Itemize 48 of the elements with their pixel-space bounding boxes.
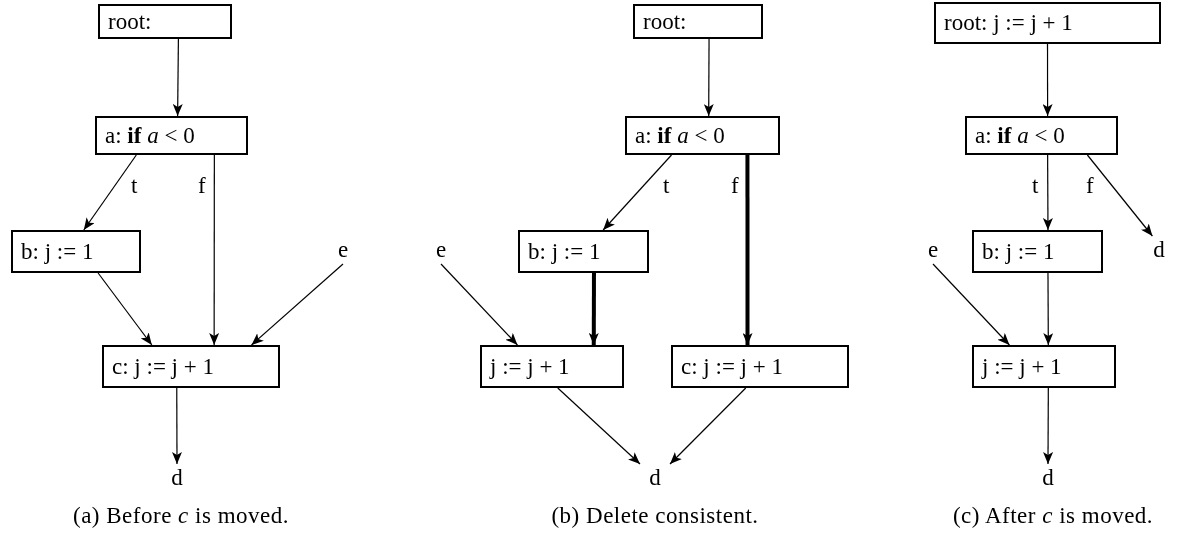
node-label: e [922, 236, 944, 264]
arrow [669, 387, 747, 465]
arrow [1043, 272, 1054, 346]
process-box: b: j := 1 [11, 230, 141, 273]
process-box: root: j := j + 1 [934, 2, 1161, 44]
edge-label: f [731, 174, 739, 197]
edge-label: t [663, 174, 670, 197]
process-box: c: j := j + 1 [102, 345, 280, 388]
edge-label: t [131, 174, 138, 197]
arrow [932, 263, 1011, 346]
node-label: d [1037, 464, 1059, 492]
arrow [1086, 154, 1153, 237]
arrow [742, 155, 753, 345]
node-label: d [640, 464, 670, 492]
process-box: b: j := 1 [972, 230, 1103, 273]
arrow [97, 272, 153, 346]
arrow [440, 263, 519, 346]
arrow [209, 154, 220, 346]
node-label: d [1148, 236, 1170, 264]
arrow [171, 387, 182, 465]
arrow [557, 387, 641, 465]
node-label: e [332, 236, 354, 264]
process-box: b: j := 1 [518, 230, 649, 273]
process-box: root: [98, 4, 232, 39]
arrow [602, 154, 673, 231]
node-label: e [430, 236, 452, 264]
process-box: a: if a < 0 [95, 116, 248, 155]
subfigure-caption: (b) Delete consistent. [551, 503, 759, 529]
process-box: a: if a < 0 [965, 116, 1118, 155]
arrow [172, 38, 183, 117]
arrow [83, 154, 137, 231]
arrow [250, 263, 344, 346]
process-box: j := j + 1 [972, 345, 1116, 388]
edge-label: f [1086, 174, 1094, 197]
process-box: root: [633, 4, 763, 39]
arrow [1042, 43, 1053, 117]
arrow [588, 273, 599, 345]
node-label: d [166, 464, 188, 492]
subfigure-caption: (c) After c is moved. [952, 503, 1154, 529]
process-box: j := j + 1 [480, 345, 624, 388]
process-box: c: j := j + 1 [671, 345, 849, 388]
edge-label: t [1032, 174, 1039, 197]
arrow [703, 38, 714, 117]
arrow [1042, 154, 1053, 231]
subfigure-caption: (a) Before c is moved. [73, 503, 289, 529]
edge-label: f [198, 174, 206, 197]
arrow [1043, 387, 1054, 465]
process-box: a: if a < 0 [625, 116, 780, 155]
